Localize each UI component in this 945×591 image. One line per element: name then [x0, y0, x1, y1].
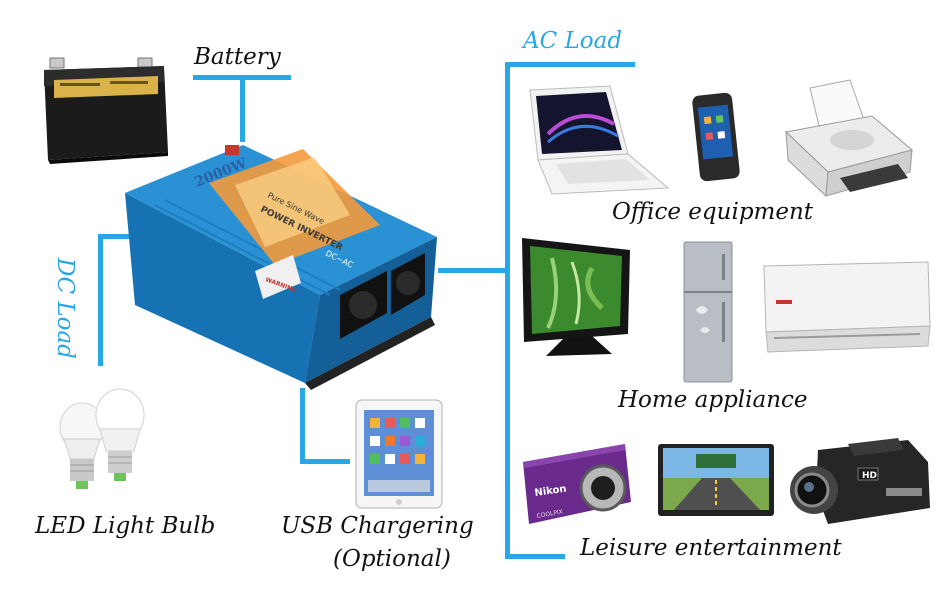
led-bulbs-image [59, 388, 145, 489]
usb-optional-label: (Optional) [333, 546, 451, 572]
battery-connector-h [193, 75, 291, 80]
dc-load-label: DC Load [52, 258, 78, 359]
battery-connector-v [240, 78, 245, 142]
camcorder-image: HD [790, 438, 930, 524]
car-battery-image [44, 57, 168, 164]
office-equipment-label: Office equipment [612, 199, 814, 225]
gps-navigator-image [658, 444, 774, 516]
smartphone-image [692, 92, 740, 182]
led-light-bulb-label: LED Light Bulb [35, 513, 216, 539]
dc-connector-h [98, 234, 136, 239]
ac-load-label: AC Load [523, 28, 623, 54]
tablet-image [355, 399, 443, 509]
battery-label: Battery [194, 44, 281, 70]
ac-connector-h [438, 268, 508, 273]
digital-camera-image: Nikon COOLPIX [523, 444, 631, 524]
home-appliance-label: Home appliance [618, 387, 808, 413]
usb-connector-v [300, 388, 305, 464]
power-inverter-image: 2000W Pure Sine Wave POWER INVERTER DC~A… [125, 145, 437, 390]
flat-tv-image [522, 238, 630, 356]
leisure-entertainment-label: Leisure entertainment [580, 535, 842, 561]
camera-model: COOLPIX [536, 508, 563, 519]
refrigerator-image [683, 241, 733, 383]
air-conditioner-image [763, 261, 931, 353]
ac-trunk-bottom [505, 554, 565, 559]
printer-image [784, 79, 914, 198]
ac-trunk-v [505, 62, 510, 559]
usb-connector-h [300, 459, 350, 464]
usb-charging-label: USB Chargering [281, 513, 474, 539]
ac-trunk-top [505, 62, 635, 67]
camcorder-badge: HD [862, 471, 877, 481]
laptop-image [529, 85, 670, 195]
camera-brand: Nikon [534, 484, 567, 499]
dc-connector-v [98, 234, 103, 366]
